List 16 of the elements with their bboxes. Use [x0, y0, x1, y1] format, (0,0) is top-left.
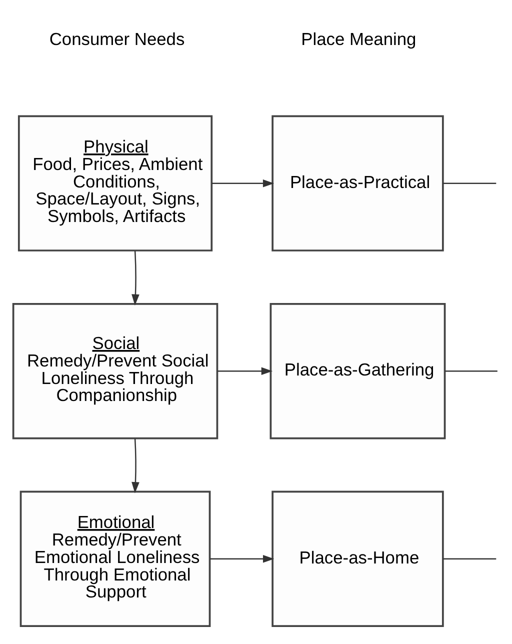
node-box: Place-as-Practical [272, 115, 444, 252]
label: Consumer Needs [49, 28, 185, 49]
arrow [212, 179, 274, 188]
connector [443, 182, 496, 184]
node-box: Place-as-Home [272, 490, 444, 627]
node-box: Physical Food, Prices, Ambient Conditions, Space/Layout, Signs, Symbols, Artifacts [18, 115, 213, 252]
arrow [132, 250, 140, 306]
node-box: Place-as-Gathering [270, 303, 446, 440]
node-box: Social Remedy/Prevent Social Loneliness Through Companionship [12, 303, 218, 440]
arrow [132, 438, 140, 494]
connector [445, 370, 498, 372]
arrow [210, 554, 274, 563]
connector [443, 558, 496, 560]
arrow [218, 367, 273, 376]
label: Place Meaning [301, 28, 416, 49]
node-box: Emotional Remedy/Prevent Emotional Loneliness Through Emotional Support [20, 490, 211, 627]
